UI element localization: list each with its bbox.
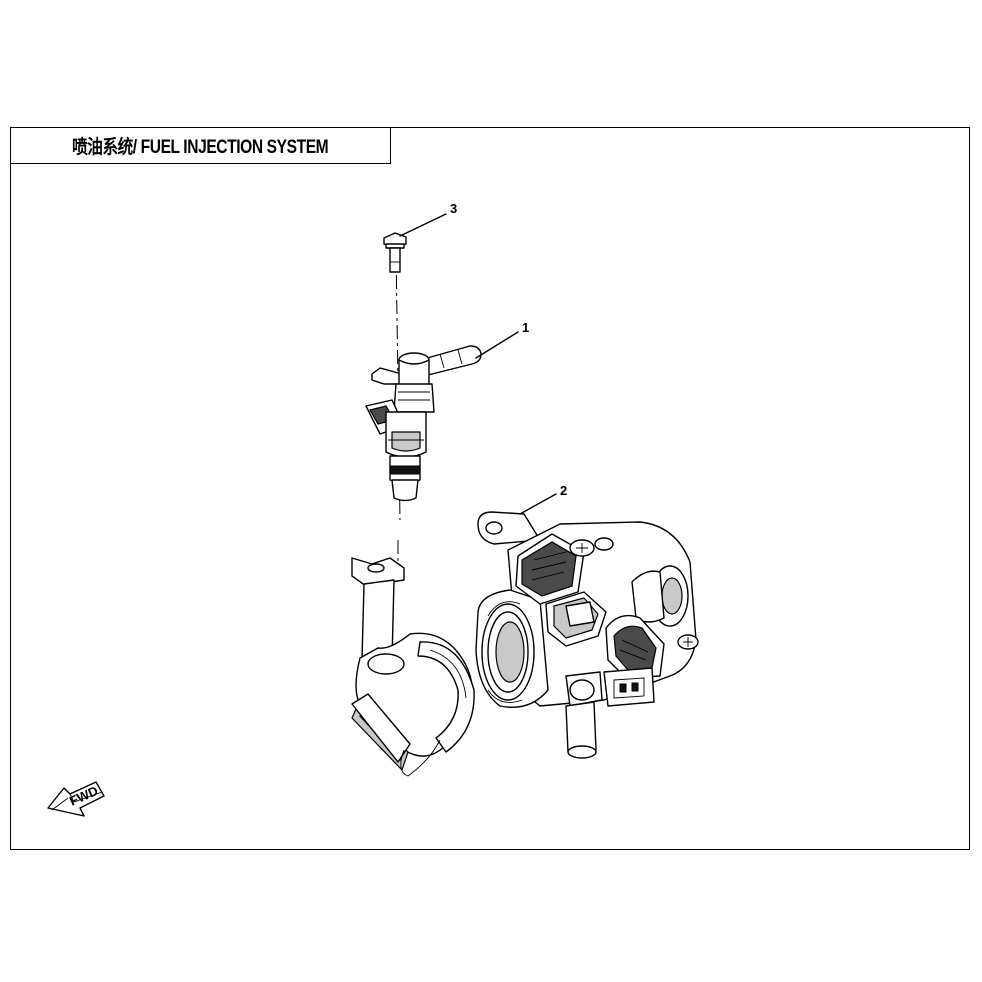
leader-line-1 bbox=[475, 331, 519, 359]
leader-line-2 bbox=[519, 493, 557, 515]
title-box: 喷油系统/ FUEL INJECTION SYSTEM bbox=[10, 127, 391, 164]
callout-number-2: 2 bbox=[560, 483, 567, 498]
page-title: 喷油系统/ FUEL INJECTION SYSTEM bbox=[72, 137, 329, 158]
callout-number-3: 3 bbox=[450, 201, 457, 216]
fwd-arrow: FWD bbox=[47, 781, 105, 817]
throttle-body-part bbox=[475, 511, 699, 759]
callout-number-1: 1 bbox=[522, 320, 529, 335]
fuel-injector-part bbox=[365, 345, 482, 502]
leader-line-3 bbox=[399, 213, 447, 237]
bolt-part bbox=[383, 232, 407, 273]
intake-boot bbox=[351, 557, 475, 777]
diagram-frame bbox=[10, 127, 970, 850]
